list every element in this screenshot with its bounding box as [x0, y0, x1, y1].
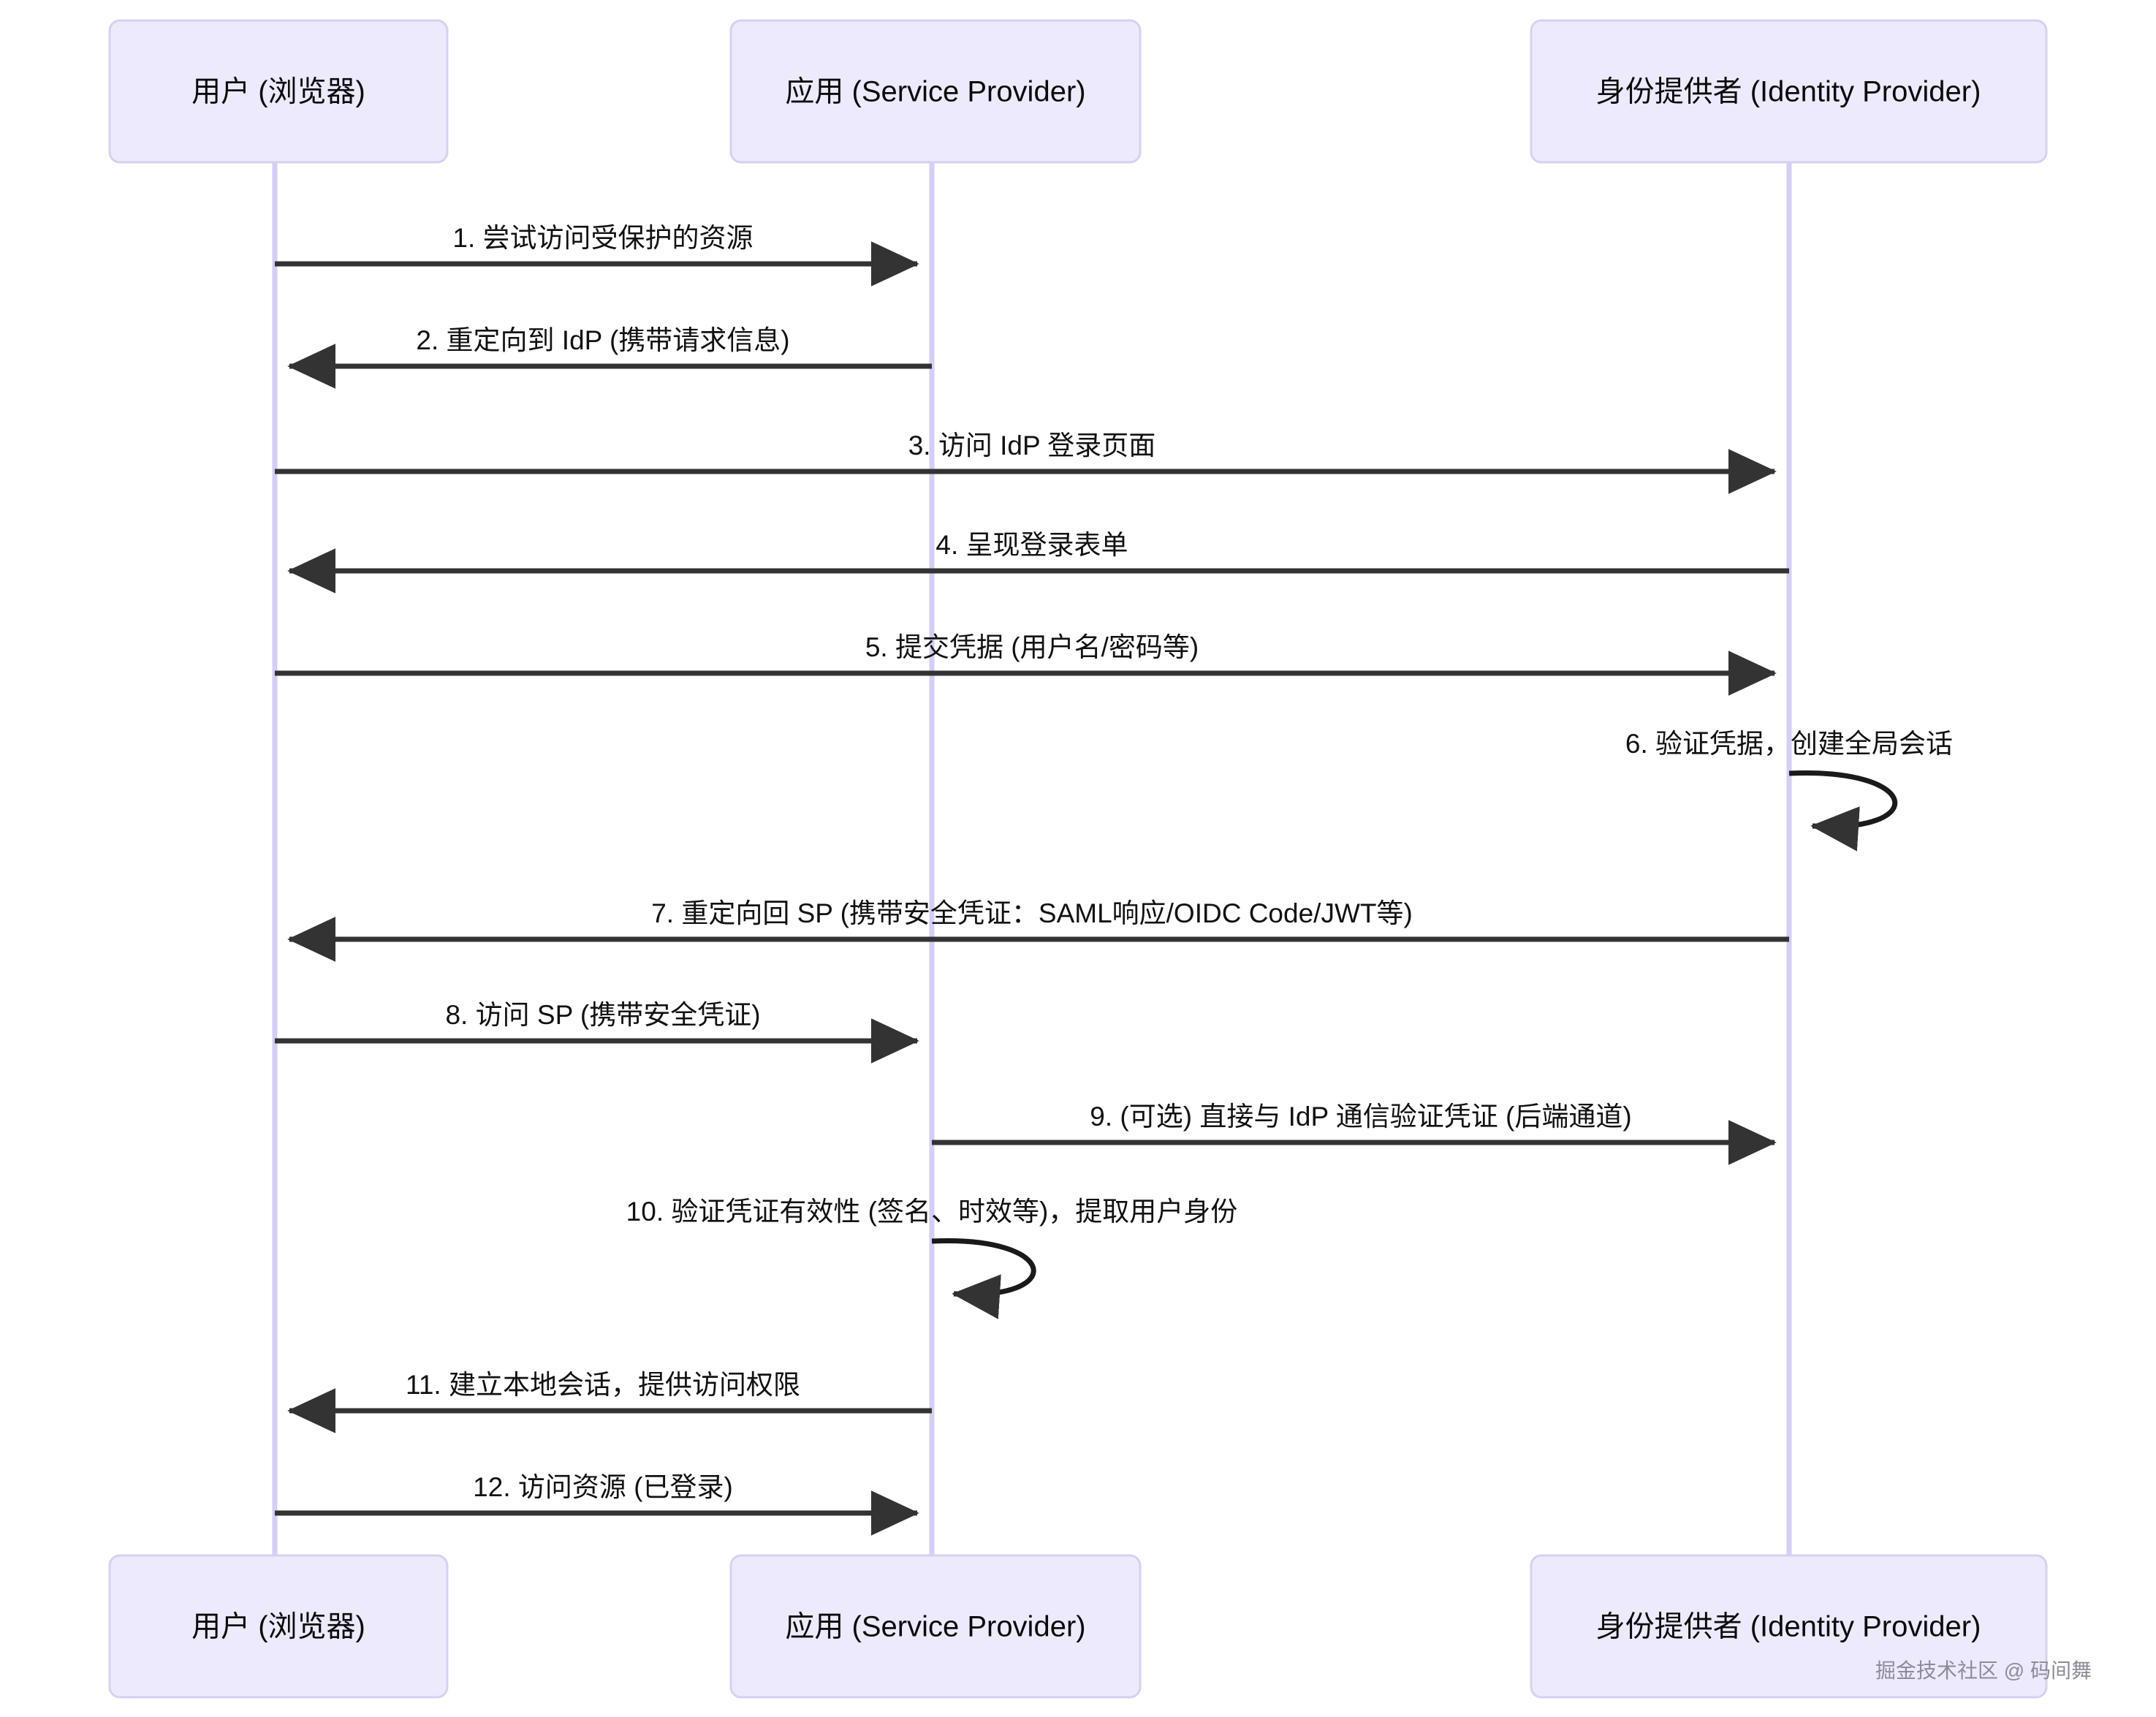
actor-box-rect-user-top — [108, 19, 449, 164]
actor-label-user-top: 用户 (浏览器) — [191, 76, 365, 108]
actor-box-rect-sp-bottom — [729, 1554, 1142, 1699]
lifelines-group — [272, 162, 1792, 1555]
message-2-label: 2. 重定向到 IdP (携带请求信息) — [416, 325, 789, 355]
message-3[interactable]: 3. 访问 IdP 登录页面 — [275, 431, 1777, 494]
actor-box-rect-user-bottom — [108, 1554, 449, 1699]
message-7[interactable]: 7. 重定向回 SP (携带安全凭证：SAML响应/OIDC Code/JWT等… — [287, 898, 1789, 962]
actor-box-user-top[interactable]: 用户 (浏览器) — [108, 19, 449, 164]
message-5[interactable]: 5. 提交凭据 (用户名/密码等) — [275, 632, 1777, 696]
actor-label-user-bottom: 用户 (浏览器) — [191, 1611, 365, 1643]
actor-footer-group: 用户 (浏览器) 应用 (Service Provider) 身份提供者 (Id… — [108, 1554, 2048, 1699]
message-8[interactable]: 8. 访问 SP (携带安全凭证) — [275, 1000, 919, 1064]
actor-label-sp-top: 应用 (Service Provider) — [785, 76, 1085, 108]
message-10-label: 10. 验证凭证有效性 (签名、时效等)，提取用户身份 — [626, 1197, 1238, 1227]
message-6-self-loop-arrow — [1788, 770, 1898, 852]
message-1[interactable]: 1. 尝试访问受保护的资源 — [275, 223, 919, 287]
message-10-self-loop-arrow — [931, 1238, 1036, 1319]
watermark-label: 掘金技术社区 @ 码间舞 — [1875, 1659, 2092, 1682]
message-12-label: 12. 访问资源 (已登录) — [473, 1472, 733, 1502]
actor-header-group: 用户 (浏览器) 应用 (Service Provider) 身份提供者 (Id… — [108, 19, 2048, 164]
actor-box-rect-idp-top — [1530, 19, 2048, 164]
message-9-label: 9. (可选) 直接与 IdP 通信验证凭证 (后端通道) — [1090, 1102, 1631, 1132]
message-9[interactable]: 9. (可选) 直接与 IdP 通信验证凭证 (后端通道) — [932, 1102, 1777, 1165]
message-7-label: 7. 重定向回 SP (携带安全凭证：SAML响应/OIDC Code/JWT等… — [651, 898, 1413, 928]
actor-box-rect-sp-top — [729, 19, 1142, 164]
actor-box-idp-top[interactable]: 身份提供者 (Identity Provider) — [1530, 19, 2048, 164]
message-5-label: 5. 提交凭据 (用户名/密码等) — [865, 632, 1199, 662]
actor-label-idp-bottom: 身份提供者 (Identity Provider) — [1596, 1611, 1981, 1643]
message-12[interactable]: 12. 访问资源 (已登录) — [275, 1472, 919, 1536]
actor-box-rect-idp-bottom — [1530, 1554, 2048, 1699]
message-10[interactable]: 10. 验证凭证有效性 (签名、时效等)，提取用户身份 — [626, 1197, 1238, 1319]
actor-box-sp-top[interactable]: 应用 (Service Provider) — [729, 19, 1142, 164]
actor-label-sp-bottom: 应用 (Service Provider) — [785, 1611, 1085, 1643]
message-11-label: 11. 建立本地会话，提供访问权限 — [406, 1370, 800, 1400]
actor-box-user-bottom[interactable]: 用户 (浏览器) — [108, 1554, 449, 1699]
message-8-label: 8. 访问 SP (携带安全凭证) — [445, 1000, 760, 1030]
actor-label-idp-top: 身份提供者 (Identity Provider) — [1596, 76, 1981, 108]
message-6[interactable]: 6. 验证凭据，创建全局会话 — [1625, 729, 1953, 852]
message-1-label: 1. 尝试访问受保护的资源 — [452, 223, 753, 253]
message-3-label: 3. 访问 IdP 登录页面 — [908, 431, 1156, 460]
actor-box-idp-bottom[interactable]: 身份提供者 (Identity Provider) — [1530, 1554, 2048, 1699]
message-6-label: 6. 验证凭据，创建全局会话 — [1625, 729, 1953, 759]
message-2[interactable]: 2. 重定向到 IdP (携带请求信息) — [287, 325, 932, 389]
message-4[interactable]: 4. 呈现登录表单 — [287, 530, 1789, 594]
message-11[interactable]: 11. 建立本地会话，提供访问权限 — [287, 1370, 932, 1433]
actor-box-sp-bottom[interactable]: 应用 (Service Provider) — [729, 1554, 1142, 1699]
message-4-label: 4. 呈现登录表单 — [935, 530, 1128, 560]
